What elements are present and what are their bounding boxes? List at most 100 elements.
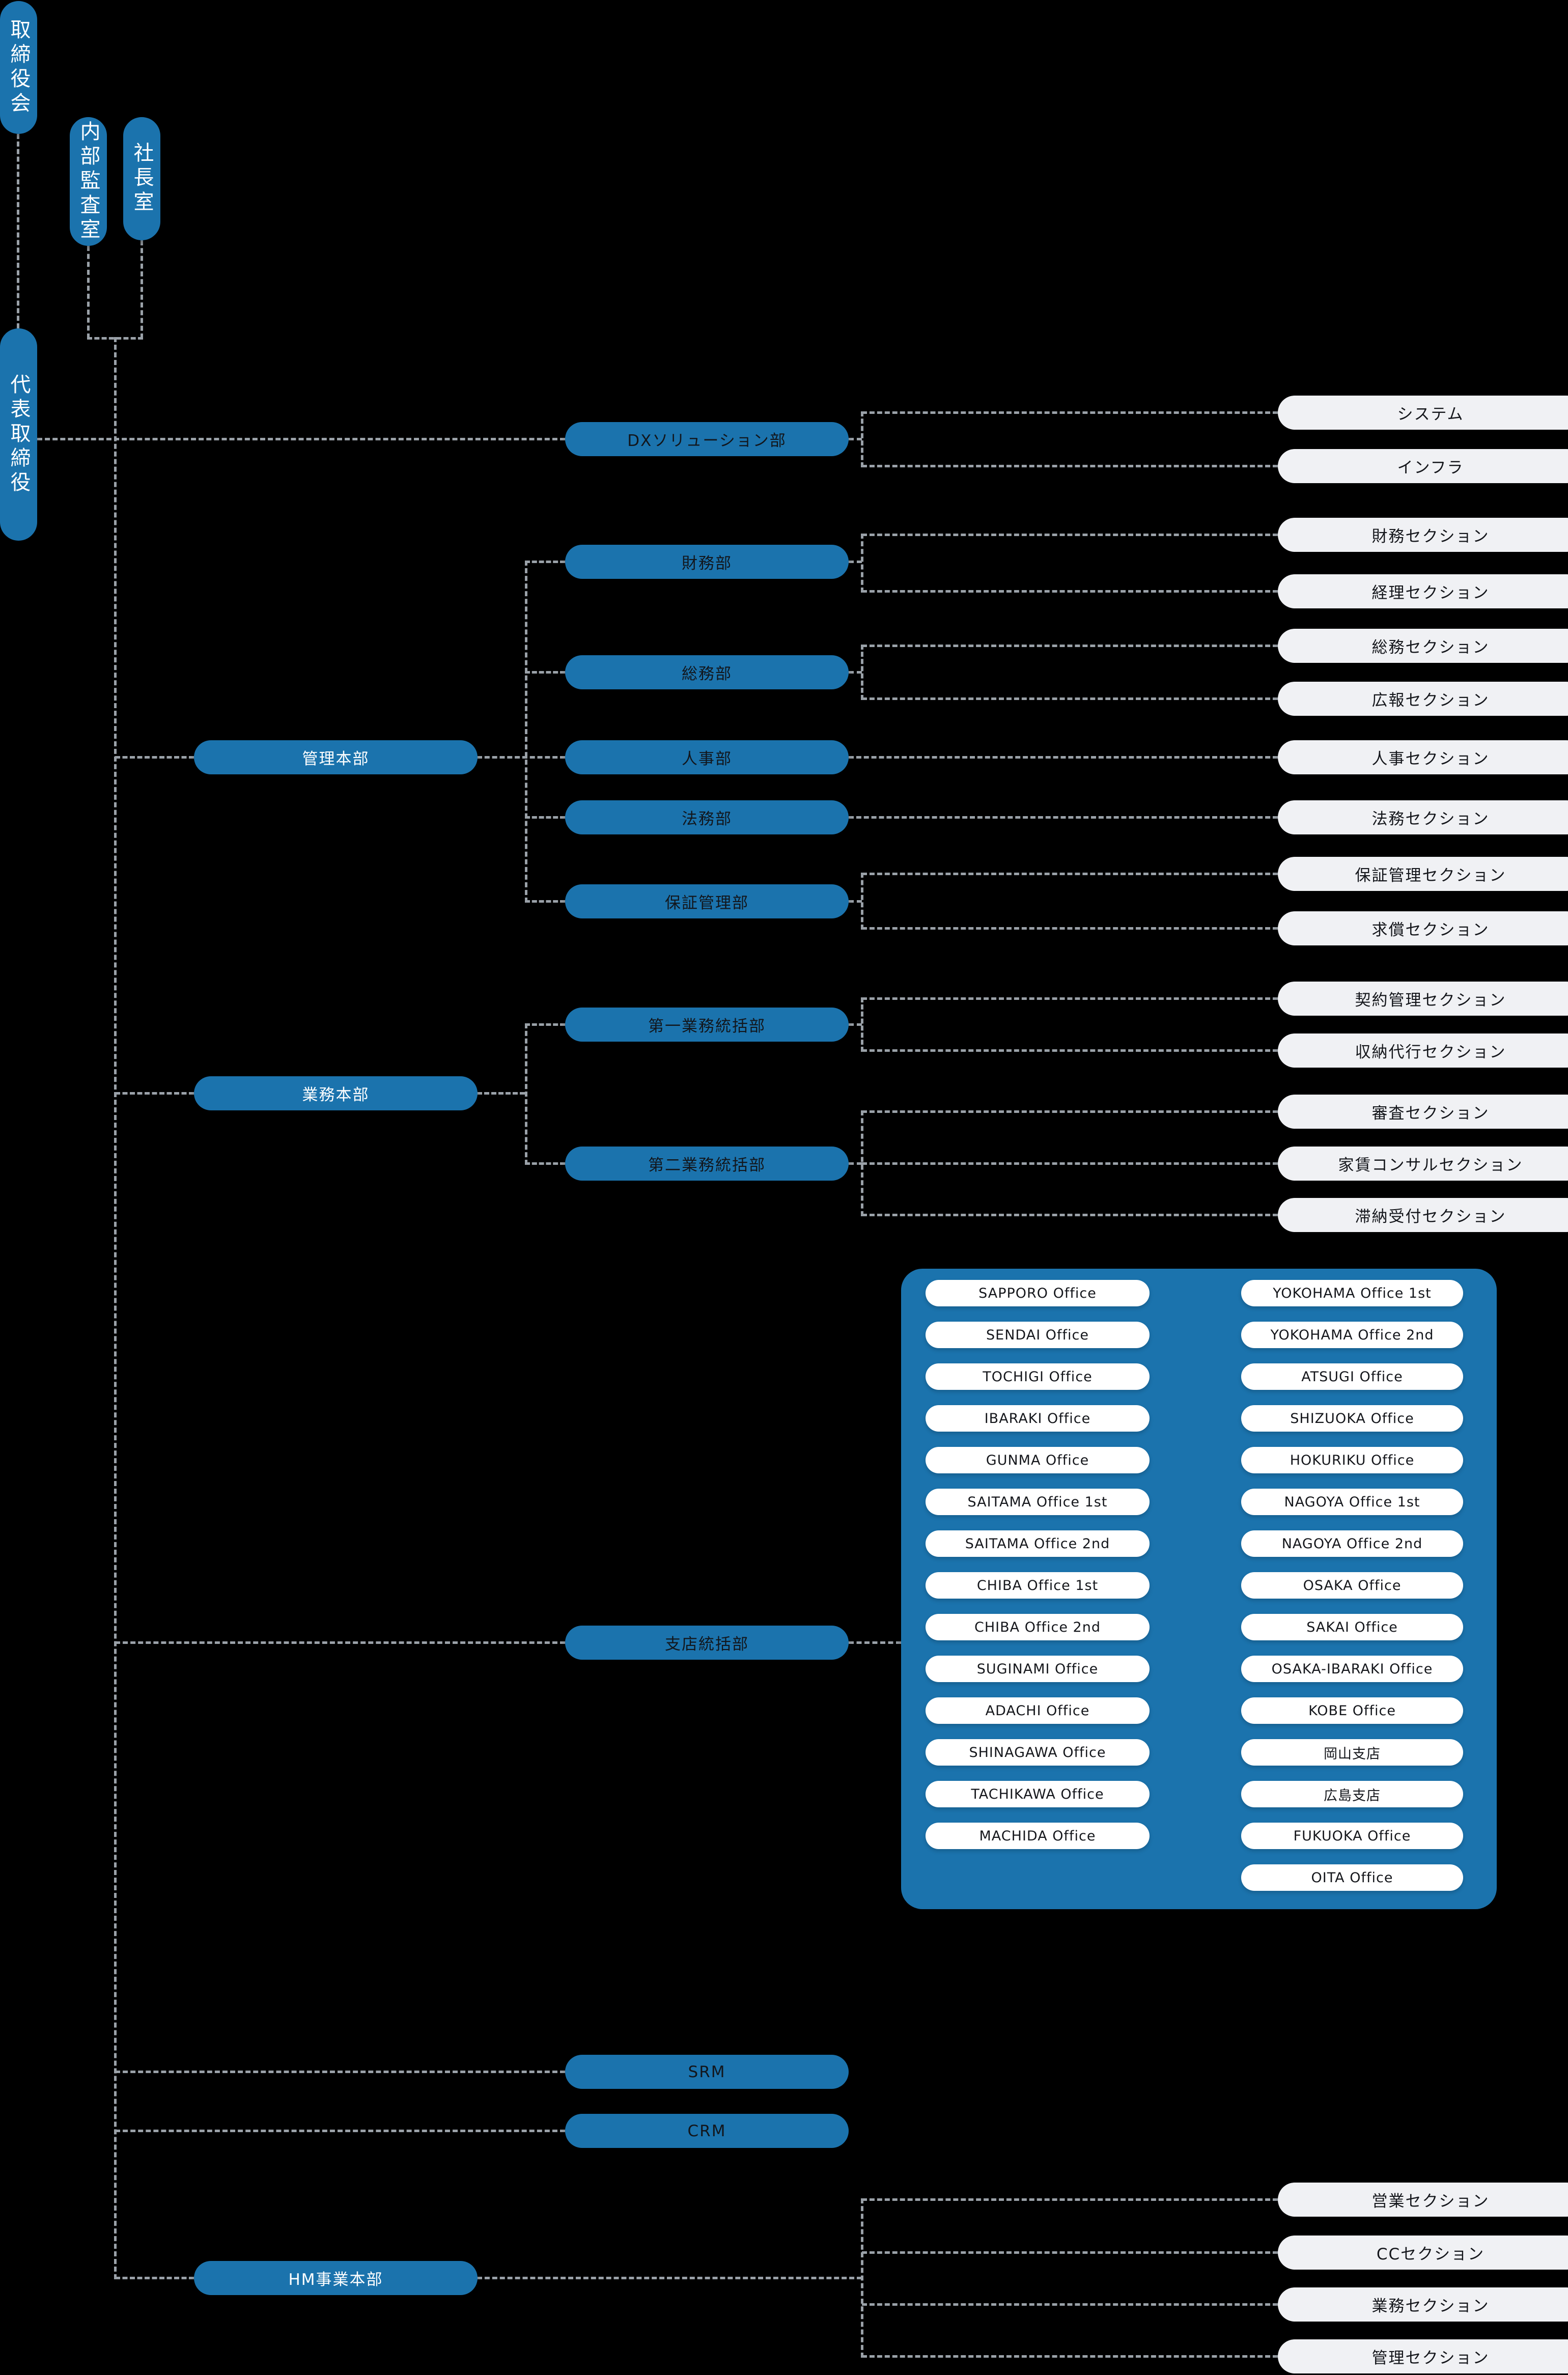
node-section-cc: CCセクション bbox=[1278, 2236, 1568, 2270]
node-dept-crm: CRM bbox=[565, 2114, 849, 2148]
node-section-kanri: 管理セクション bbox=[1278, 2339, 1568, 2373]
office-pill: ADACHI Office bbox=[926, 1697, 1150, 1724]
office-pill: NAGOYA Office 1st bbox=[1241, 1489, 1463, 1515]
connector-rep-dx bbox=[37, 438, 565, 440]
node-section-shinsa: 審査セクション bbox=[1278, 1095, 1568, 1129]
office-pill: TOCHIGI Office bbox=[926, 1363, 1150, 1390]
node-board: 取締役会 bbox=[0, 1, 37, 134]
node-section-houmu: 法務セクション bbox=[1278, 800, 1568, 834]
connector-sec-cc bbox=[862, 2251, 1278, 2254]
node-section-soumu: 総務セクション bbox=[1278, 629, 1568, 663]
office-pill: CHIBA Office 2nd bbox=[926, 1614, 1150, 1640]
connector-bracket-guarantee bbox=[861, 873, 863, 930]
connector-bracket-hm bbox=[861, 2198, 863, 2358]
connector-audit-drop bbox=[87, 246, 90, 339]
office-pill: 岡山支店 bbox=[1241, 1739, 1463, 1766]
connector-sec-hoshokanri bbox=[862, 873, 1278, 875]
node-dept-general: 総務部 bbox=[565, 655, 849, 689]
office-pill: KOBE Office bbox=[1241, 1697, 1463, 1724]
connector-branch-guarantee bbox=[525, 900, 565, 903]
connector-sec-kouhou bbox=[862, 697, 1278, 700]
connector-sec-gyomu bbox=[862, 2303, 1278, 2306]
connector-trunk-branchdept bbox=[115, 1641, 565, 1644]
node-section-zaimu: 財務セクション bbox=[1278, 518, 1568, 552]
node-representative-director: 代表取締役 bbox=[0, 328, 37, 541]
office-pill: SAKAI Office bbox=[1241, 1614, 1463, 1640]
connector-bracket-dx bbox=[861, 411, 863, 467]
node-section-tainou: 滞納受付セクション bbox=[1278, 1198, 1568, 1232]
office-pill: SENDAI Office bbox=[926, 1322, 1150, 1348]
office-pill: SAPPORO Office bbox=[926, 1280, 1150, 1306]
connector-sec-houmu bbox=[849, 816, 1278, 819]
connector-board-rep bbox=[17, 134, 19, 328]
node-section-shunou: 収納代行セクション bbox=[1278, 1033, 1568, 1068]
connector-main-trunk bbox=[114, 337, 117, 2279]
connector-sec-zaimu bbox=[862, 534, 1278, 536]
connector-trunk-srm bbox=[115, 2071, 565, 2073]
node-dept-guarantee: 保証管理部 bbox=[565, 884, 849, 918]
office-pill: FUKUOKA Office bbox=[1241, 1823, 1463, 1849]
node-dept-srm: SRM bbox=[565, 2055, 849, 2089]
connector-sec-tainou bbox=[862, 1214, 1278, 1216]
node-president-office: 社長室 bbox=[123, 117, 160, 240]
connector-ops-subtrunk bbox=[477, 1092, 525, 1095]
connector-sec-keiri bbox=[862, 590, 1278, 593]
connector-sec-keiyaku bbox=[862, 997, 1278, 1000]
node-dept-hr: 人事部 bbox=[565, 740, 849, 774]
node-section-yachin: 家賃コンサルセクション bbox=[1278, 1147, 1568, 1181]
connector-sec-yachin bbox=[862, 1162, 1278, 1165]
connector-branch-ops2 bbox=[525, 1162, 565, 1165]
office-pill: CHIBA Office 1st bbox=[926, 1572, 1150, 1599]
connector-bracket-general bbox=[861, 645, 863, 700]
connector-sec-shunou bbox=[862, 1049, 1278, 1052]
connector-sec-system bbox=[862, 411, 1278, 414]
office-pill: 広島支店 bbox=[1241, 1781, 1463, 1807]
office-pill: HOKURIKU Office bbox=[1241, 1447, 1463, 1473]
node-hq-admin: 管理本部 bbox=[194, 740, 478, 774]
node-section-keiri: 経理セクション bbox=[1278, 574, 1568, 608]
office-pill: YOKOHAMA Office 2nd bbox=[1241, 1322, 1463, 1348]
connector-bracket-ops1 bbox=[861, 997, 863, 1052]
office-pill: OSAKA Office bbox=[1241, 1572, 1463, 1599]
connector-sec-kanri bbox=[862, 2355, 1278, 2358]
connector-sec-kyusho bbox=[862, 927, 1278, 930]
node-internal-audit: 内部監査室 bbox=[70, 117, 107, 246]
node-section-kyusho: 求償セクション bbox=[1278, 911, 1568, 945]
connector-ops1-bracket bbox=[849, 1023, 862, 1026]
node-section-hoshokanri: 保証管理セクション bbox=[1278, 857, 1568, 891]
office-pill: SUGINAMI Office bbox=[926, 1656, 1150, 1682]
office-pill: OSAKA-IBARAKI Office bbox=[1241, 1656, 1463, 1682]
office-pill: IBARAKI Office bbox=[926, 1405, 1150, 1432]
office-pill: GUNMA Office bbox=[926, 1447, 1150, 1473]
connector-sec-soumu bbox=[862, 645, 1278, 647]
connector-general-bracket bbox=[849, 671, 862, 674]
node-section-jinji: 人事セクション bbox=[1278, 740, 1568, 774]
node-section-keiyaku: 契約管理セクション bbox=[1278, 982, 1568, 1016]
node-hq-operations: 業務本部 bbox=[194, 1076, 478, 1110]
office-pill: YOKOHAMA Office 1st bbox=[1241, 1280, 1463, 1306]
node-section-kouhou: 広報セクション bbox=[1278, 682, 1568, 716]
office-pill: SAITAMA Office 2nd bbox=[926, 1530, 1150, 1557]
node-dept-ops1: 第一業務統括部 bbox=[565, 1008, 849, 1042]
office-pill: NAGOYA Office 2nd bbox=[1241, 1530, 1463, 1557]
connector-sec-shinsa bbox=[862, 1110, 1278, 1113]
connector-subtrunk-admin bbox=[525, 561, 527, 903]
connector-branch-legal bbox=[525, 816, 565, 819]
node-dept-dx: DXソリューション部 bbox=[565, 422, 849, 456]
office-pill: TACHIKAWA Office bbox=[926, 1781, 1150, 1807]
office-pill: ATSUGI Office bbox=[1241, 1363, 1463, 1390]
connector-finance-bracket bbox=[849, 561, 862, 563]
connector-guarantee-bracket bbox=[849, 900, 862, 903]
node-dept-legal: 法務部 bbox=[565, 800, 849, 834]
connector-sec-infra bbox=[862, 465, 1278, 467]
office-pill: MACHIDA Office bbox=[926, 1823, 1150, 1849]
connector-trunk-hm bbox=[115, 2277, 194, 2279]
connector-trunk-ops bbox=[115, 1092, 194, 1095]
office-pill: SAITAMA Office 1st bbox=[926, 1489, 1150, 1515]
connector-branchdept-box bbox=[849, 1641, 901, 1644]
connector-branch-finance bbox=[525, 561, 565, 563]
connector-admin-hr bbox=[477, 756, 565, 759]
node-section-gyomu: 業務セクション bbox=[1278, 2287, 1568, 2322]
office-pill: SHIZUOKA Office bbox=[1241, 1405, 1463, 1432]
